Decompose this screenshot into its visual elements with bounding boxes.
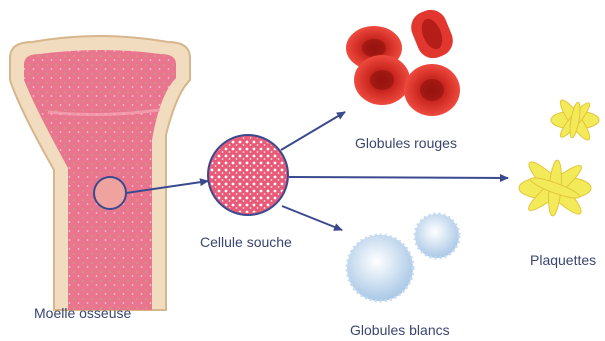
- white-blood-cell: [347, 235, 413, 301]
- red-blood-cell: [406, 5, 457, 63]
- white-blood-cells: [347, 214, 459, 301]
- stem-cell: [208, 135, 288, 215]
- bone-illustration: [10, 36, 190, 310]
- white-cells-label: Globules blancs: [350, 322, 450, 338]
- platelets: [519, 97, 599, 219]
- bone-marrow-label: Moelle osseuse: [34, 305, 131, 321]
- red-blood-cell: [404, 64, 460, 116]
- arrow-to-red-cells: [281, 112, 345, 150]
- arrow-to-platelets: [289, 177, 508, 178]
- platelet: [519, 157, 591, 219]
- marrow-highlight-cell: [94, 177, 126, 209]
- platelets-label: Plaquettes: [530, 252, 596, 268]
- white-blood-cell: [415, 214, 459, 258]
- red-blood-cells: [346, 5, 460, 116]
- platelet: [551, 97, 599, 143]
- red-blood-cell: [354, 55, 410, 105]
- red-cells-label: Globules rouges: [355, 135, 457, 151]
- stem-cell-label: Cellule souche: [200, 234, 292, 250]
- arrow-to-white-cells: [282, 206, 342, 230]
